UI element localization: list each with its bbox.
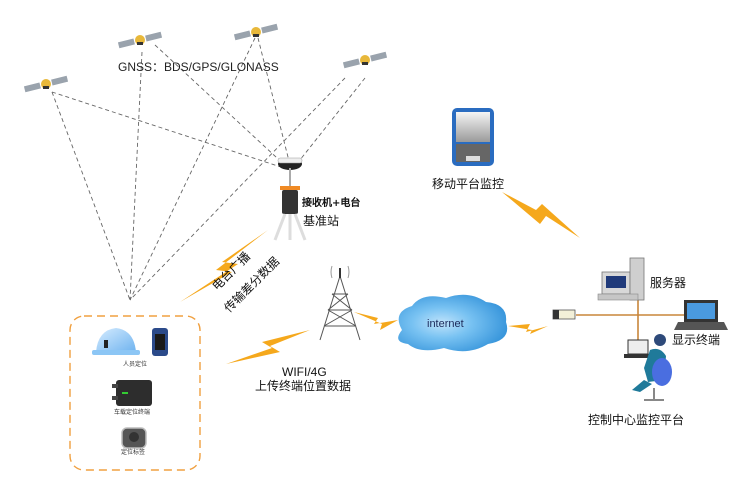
positioning-tag-icon — [121, 427, 147, 449]
base-station-icon — [273, 157, 307, 241]
signal-line — [129, 51, 143, 301]
wifi-4g-label: WIFI/4G — [282, 365, 327, 379]
satellite-signal-lines — [51, 37, 366, 301]
signal-line — [51, 91, 131, 301]
personnel-positioning-label: 人员定位 — [123, 361, 148, 368]
vehicle-terminal-label: 车载定位终端 — [114, 409, 151, 416]
control-center-label: 控制中心监控平台 — [588, 413, 685, 427]
signal-line — [129, 77, 346, 301]
handheld-tracker-icon — [152, 328, 168, 356]
signal-line — [51, 91, 291, 171]
server-label: 服务器 — [650, 276, 687, 290]
vehicle-terminal-icon — [112, 380, 152, 406]
lan-connection-lines — [576, 300, 688, 346]
internet-cloud-icon — [398, 294, 508, 352]
signal-line — [257, 37, 291, 166]
tower-cloud-lightning-icon — [354, 312, 398, 330]
signal-line — [291, 77, 366, 171]
upload-position-label: 上传终端位置数据 — [255, 379, 352, 393]
satellite-icon — [23, 75, 69, 93]
base-station-label: 基准站 — [303, 214, 340, 228]
terminals-group-box — [69, 315, 201, 471]
satellite-icon — [342, 51, 388, 69]
cell-tower-icon — [319, 265, 361, 341]
gateway-device-icon — [552, 309, 576, 320]
server-computer-icon — [597, 257, 645, 301]
radio-broadcast-lightning-icon — [180, 230, 268, 302]
positioning-tag-label: 定位标签 — [121, 449, 146, 456]
signal-line — [129, 37, 256, 301]
display-terminal-laptop-icon — [674, 300, 728, 330]
mobile-lightning-icon — [502, 192, 580, 238]
signal-line — [154, 44, 291, 171]
receiver-radio-label: 接收机+电台 — [302, 198, 361, 209]
operator-workstation-icon — [624, 334, 672, 401]
wireless-uplink-lightning-icon — [226, 330, 310, 364]
display-terminal-label: 显示终端 — [672, 333, 721, 347]
satellite-icon — [233, 23, 279, 41]
internet-label: internet — [427, 318, 464, 330]
gnss-constellation-label: GNSS：BDS/GPS/GLONASS — [118, 60, 279, 74]
mobile-pda-icon — [452, 108, 494, 166]
cloud-gateway-lightning-icon — [508, 324, 548, 334]
mobile-monitoring-label: 移动平台监控 — [432, 177, 505, 191]
helmet-tracker-icon — [92, 328, 140, 355]
